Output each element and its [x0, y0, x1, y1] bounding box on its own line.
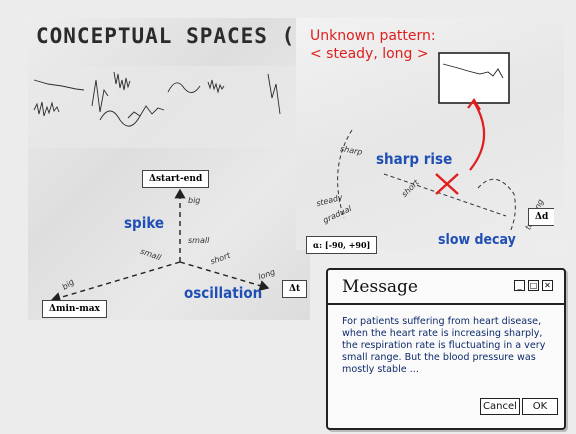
signal-thumbnails — [28, 66, 310, 148]
close-icon[interactable]: ✕ — [542, 280, 553, 291]
cancel-button[interactable]: Cancel — [480, 398, 520, 415]
axis-min-max: Δmin-max — [42, 300, 107, 318]
dialog-title: Message — [342, 277, 418, 297]
label-small-top: small — [188, 236, 210, 245]
panel-title: CONCEPTUAL SPACES (CS) — [36, 24, 337, 48]
dialog-header: Message _ □ ✕ — [328, 270, 564, 305]
dialog-message: For patients suffering from heart diseas… — [342, 316, 546, 375]
axis-start-end: Δstart-end — [142, 170, 210, 188]
conceptual-spaces-panel: CONCEPTUAL SPACES (CS) Δstart-end Δmin-m… — [28, 18, 335, 320]
axis-t: Δt — [282, 280, 308, 298]
unknown-pattern-value: < steady, long > — [310, 46, 429, 62]
minimize-icon[interactable]: _ — [514, 280, 525, 291]
message-dialog: Message _ □ ✕ For patients suffering fro… — [326, 268, 566, 430]
concept-diagram — [337, 98, 516, 233]
cs-axes — [50, 188, 270, 303]
maximize-icon[interactable]: □ — [528, 280, 539, 291]
alpha-range-box: α: [-90, +90] — [306, 236, 378, 254]
unknown-pattern-title: Unknown pattern: — [310, 28, 436, 44]
ok-button[interactable]: OK — [522, 398, 558, 415]
unknown-pattern-panel: Unknown pattern: < steady, long > sharp … — [296, 18, 564, 254]
label-sharp-rise: sharp rise — [376, 150, 453, 168]
label-oscillation: oscillation — [184, 284, 263, 302]
label-slow-decay: slow decay — [438, 232, 516, 248]
label-spike: spike — [124, 214, 165, 232]
label-big-top: big — [188, 196, 201, 205]
delta-d-box: Δd — [528, 208, 555, 226]
